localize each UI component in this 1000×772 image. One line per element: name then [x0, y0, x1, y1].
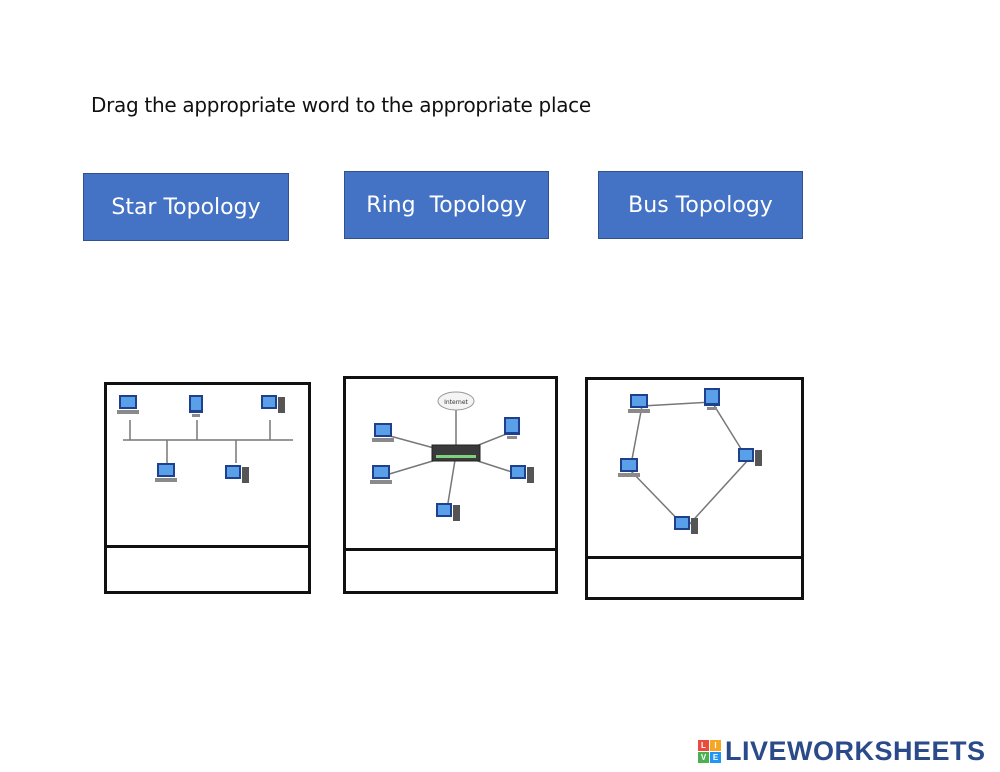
drop-zone-2[interactable] — [346, 551, 555, 591]
brand-mark-icon: L I V E — [698, 740, 721, 763]
ring-diagram — [618, 388, 762, 534]
brand-letter: L — [698, 740, 709, 751]
computer-icon — [261, 395, 285, 413]
diagram-panel-1 — [104, 382, 311, 594]
panel-divider — [588, 556, 801, 559]
star-diagram: Internet — [370, 391, 534, 521]
computer-icon — [225, 465, 249, 483]
computer-icon — [436, 503, 460, 521]
computer-icon — [738, 448, 762, 466]
brand-text: LIVEWORKSHEETS — [725, 736, 986, 766]
liveworksheets-logo: L I V E LIVEWORKSHEETS — [698, 736, 986, 767]
diagram-panel-2: Internet — [343, 376, 558, 594]
drop-zone-3[interactable] — [588, 559, 801, 597]
computer-icon — [117, 395, 139, 414]
computer-icon — [674, 516, 698, 534]
computer-icon — [510, 465, 534, 483]
cloud-label: Internet — [444, 399, 468, 406]
switch-icon — [431, 444, 481, 462]
brand-letter: E — [710, 752, 721, 763]
cloud-icon: Internet — [437, 391, 475, 411]
computer-icon — [618, 458, 640, 477]
computer-icon — [704, 388, 720, 410]
computer-icon — [372, 423, 394, 442]
computer-icon — [370, 465, 392, 484]
bus-diagram — [117, 395, 293, 483]
word-star-topology[interactable]: Star Topology — [83, 173, 289, 241]
drop-zone-1[interactable] — [107, 548, 308, 591]
panel-divider — [107, 545, 308, 548]
brand-letter: I — [710, 740, 721, 751]
panel-divider — [346, 548, 555, 551]
computer-icon — [628, 394, 650, 413]
diagram-panel-3 — [585, 377, 804, 600]
word-ring-topology[interactable]: Ring Topology — [344, 171, 549, 239]
word-bus-topology[interactable]: Bus Topology — [598, 171, 803, 239]
instruction-text: Drag the appropriate word to the appropr… — [91, 93, 591, 117]
computer-icon — [504, 417, 520, 439]
brand-letter: V — [698, 752, 709, 763]
computer-icon — [189, 395, 203, 417]
computer-icon — [155, 463, 177, 482]
